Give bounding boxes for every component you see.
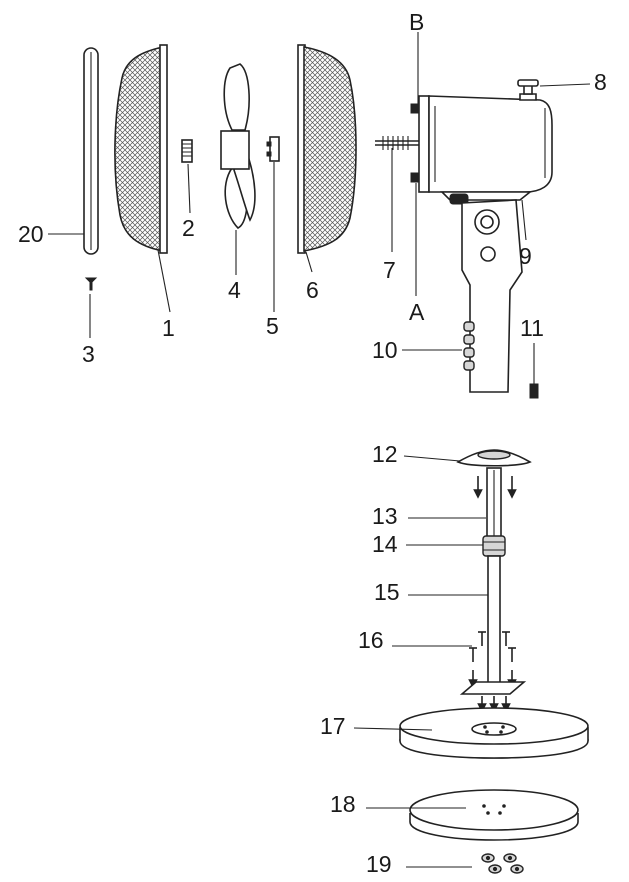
label-1: 1 <box>162 315 175 341</box>
label-A: A <box>409 299 425 325</box>
base-nuts-part <box>481 853 524 874</box>
base-cap-part <box>456 449 532 499</box>
label-15: 15 <box>374 579 400 605</box>
label-20: 20 <box>18 221 44 247</box>
label-3: 3 <box>82 341 95 367</box>
label-8: 8 <box>594 69 607 95</box>
label-18: 18 <box>330 791 356 817</box>
pole-screws-part <box>459 631 527 713</box>
label-19: 19 <box>366 851 392 877</box>
label-5: 5 <box>266 313 279 339</box>
label-13: 13 <box>372 503 398 529</box>
spinner-part <box>181 139 193 163</box>
control-housing-part <box>461 199 539 399</box>
rear-guard-part <box>114 44 168 254</box>
extension-tube-part <box>486 467 502 539</box>
motor-housing-part <box>375 79 553 205</box>
fan-blade-part <box>220 63 256 229</box>
front-guard-part <box>297 44 357 254</box>
leader-lines <box>48 32 591 868</box>
rear-nut-part <box>266 136 280 162</box>
label-B: B <box>409 9 424 35</box>
guard-ring-part <box>83 47 99 255</box>
label-11: 11 <box>520 315 544 341</box>
ring-screw-part <box>84 277 98 291</box>
label-10: 10 <box>372 337 398 363</box>
main-pole-part <box>487 555 501 685</box>
label-17: 17 <box>320 713 346 739</box>
height-lock-collar-part <box>482 535 506 557</box>
label-2: 2 <box>182 215 195 241</box>
upper-base-part <box>399 707 589 759</box>
label-4: 4 <box>228 277 241 303</box>
label-6: 6 <box>306 277 319 303</box>
label-9: 9 <box>519 243 532 269</box>
label-16: 16 <box>358 627 384 653</box>
label-7: 7 <box>383 257 396 283</box>
label-12: 12 <box>372 441 398 467</box>
part-labels: 20 3 1 2 4 5 6 7 A B 8 9 10 11 12 13 14 … <box>18 9 607 877</box>
label-14: 14 <box>372 531 398 557</box>
lower-base-part <box>409 789 579 841</box>
